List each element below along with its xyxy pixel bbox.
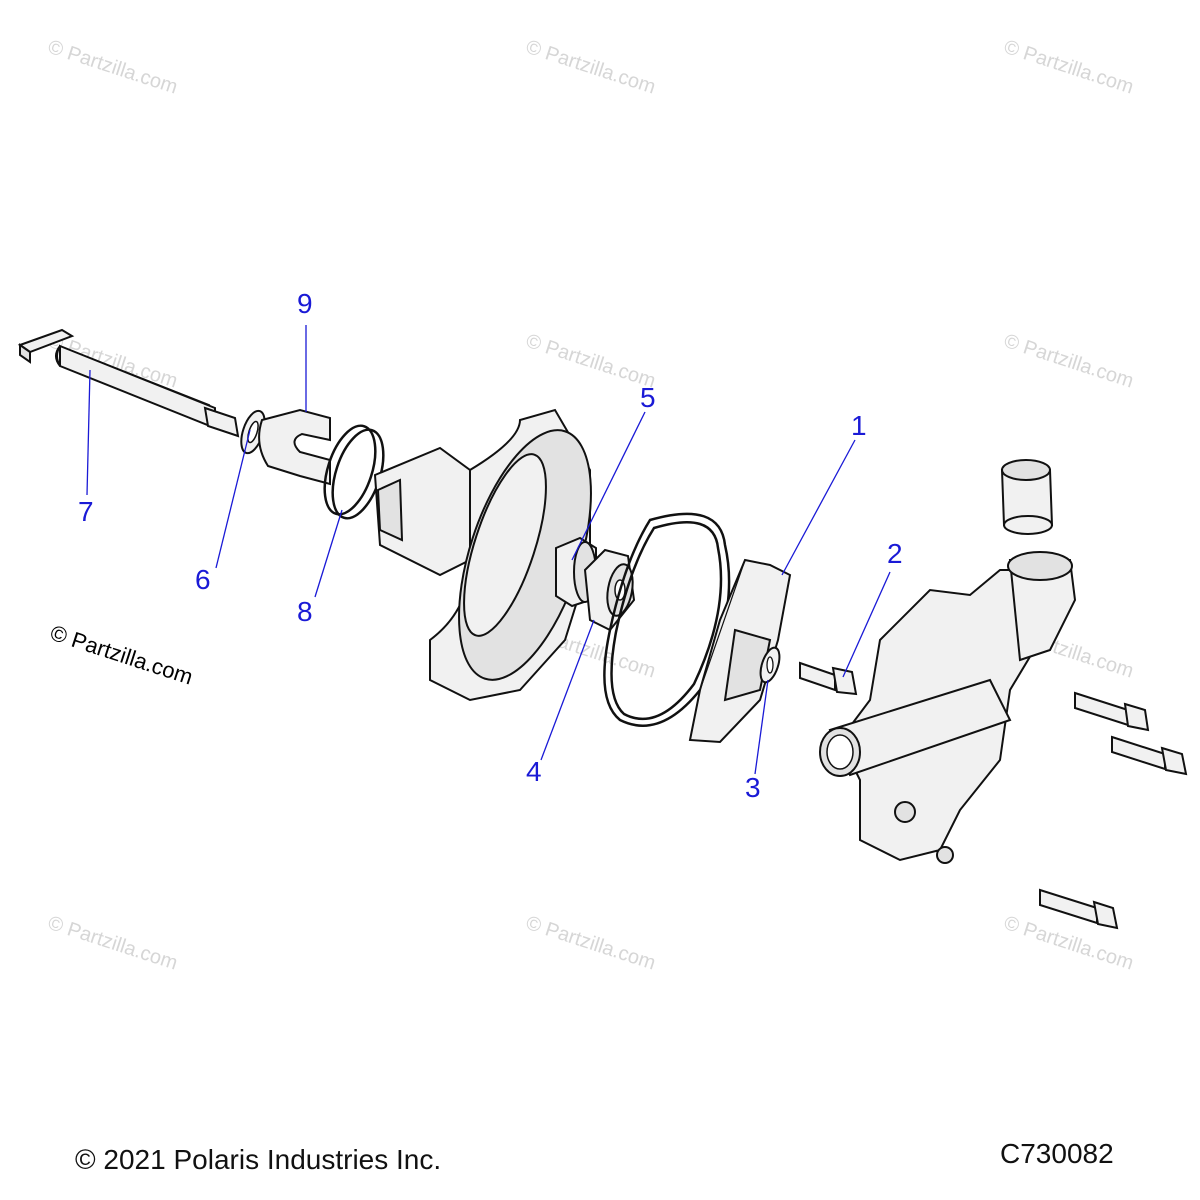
bolt (1074, 691, 1150, 732)
leader-line-6 (215, 429, 251, 569)
bolt (1111, 735, 1188, 776)
impeller-part-1 (688, 558, 792, 744)
callout-1: 1 (851, 410, 867, 441)
washer-part-3 (759, 646, 781, 684)
gasket (603, 512, 731, 727)
leader-line-1 (781, 439, 856, 576)
callout-9: 9 (297, 288, 313, 319)
leader-line-5 (571, 411, 646, 561)
clip-part-9 (258, 408, 331, 486)
callout-7: 7 (78, 496, 94, 527)
callout-3: 3 (745, 772, 761, 803)
diagram-id: C730082 (1000, 1138, 1114, 1169)
leader-line-2 (842, 571, 891, 678)
callout-6: 6 (195, 564, 211, 595)
leader-line-4 (540, 619, 595, 761)
callout-8: 8 (297, 596, 313, 627)
bolt (1039, 888, 1119, 930)
outlet-housing (819, 551, 1077, 864)
fitting-tube (1000, 459, 1054, 535)
copyright-text: © 2021 Polaris Industries Inc. (75, 1144, 442, 1175)
callout-4: 4 (526, 756, 542, 787)
callout-2: 2 (887, 538, 903, 569)
leader-line-3 (754, 679, 769, 775)
callout-5: 5 (640, 382, 656, 413)
shaft-part-7 (17, 328, 240, 438)
leader-line-7 (86, 369, 91, 496)
leader-line-8 (314, 509, 343, 598)
pump-cover-housing (373, 408, 592, 702)
